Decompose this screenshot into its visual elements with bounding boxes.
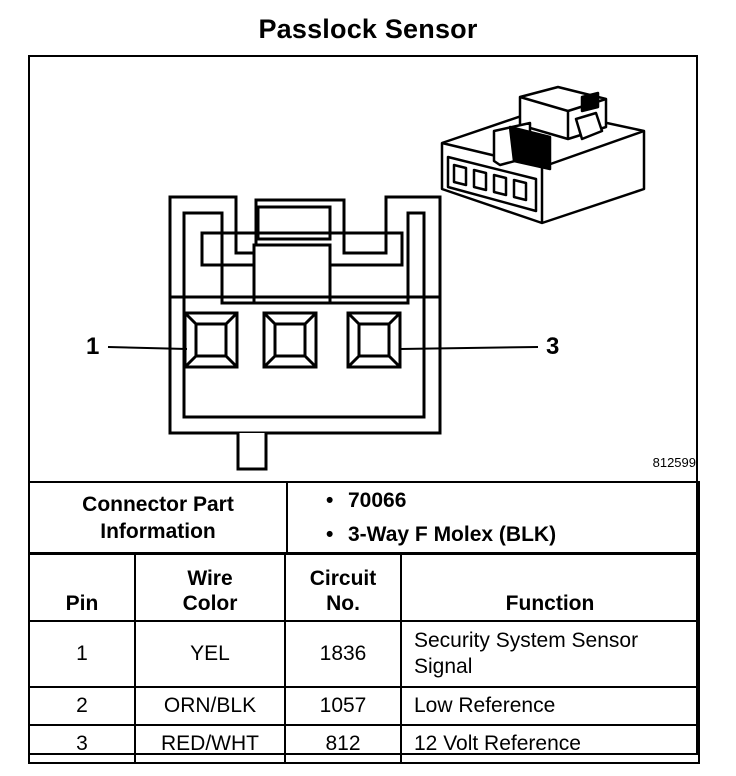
connector-type: •3-Way F Molex (BLK) — [326, 523, 557, 546]
page-title: Passlock Sensor — [258, 14, 478, 44]
pin-cavity-1 — [183, 311, 239, 369]
function: Low Reference — [400, 686, 700, 726]
figure-number: 812599 — [652, 455, 696, 470]
wire-color: RED/WHT — [134, 724, 286, 764]
circuit-number: 812 — [284, 724, 402, 764]
pin-number: 3 — [28, 724, 136, 764]
circuit-number: 1057 — [284, 686, 402, 726]
header-pin: Pin — [28, 552, 136, 622]
connector-part-values: •70066 •3-Way F Molex (BLK) — [286, 481, 700, 555]
circuit-number: 1836 — [284, 620, 402, 688]
connector-part-label: Connector Part Information — [28, 481, 288, 555]
header-function: Function — [400, 552, 700, 622]
wire-color: YEL — [134, 620, 286, 688]
pin-number: 1 — [28, 620, 136, 688]
table-row: 2 ORN/BLK 1057 Low Reference — [28, 686, 700, 726]
connector-info-table: Connector Part Information •70066 •3-Way… — [28, 481, 700, 555]
function: Security System Sensor Signal — [400, 620, 700, 688]
connector-part-number: •70066 — [326, 489, 407, 512]
table-row: 1 YEL 1836 Security System Sensor Signal — [28, 620, 700, 688]
pin-number: 2 — [28, 686, 136, 726]
pin-cavity-2 — [262, 311, 318, 369]
pin-cavity-3 — [346, 311, 402, 369]
connector-face-view — [107, 195, 539, 471]
pin-3-callout: 3 — [546, 333, 560, 360]
connector-diagram — [107, 85, 646, 471]
pin-1-callout: 1 — [86, 333, 100, 360]
wire-color: ORN/BLK — [134, 686, 286, 726]
function: 12 Volt Reference — [400, 724, 700, 764]
connector-isometric-view — [440, 85, 646, 225]
connector-part-label-line2: Information — [100, 520, 216, 543]
connector-part-label-line1: Connector Part — [82, 493, 234, 516]
table-row: 3 RED/WHT 812 12 Volt Reference — [28, 724, 700, 764]
